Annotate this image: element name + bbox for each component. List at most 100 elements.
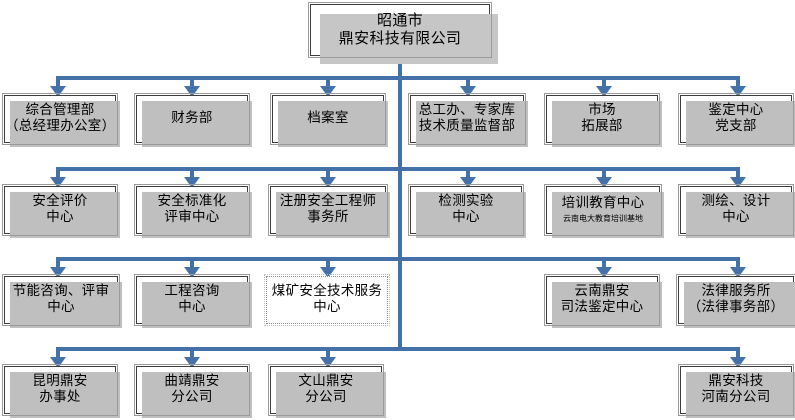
connector-main-spine (398, 56, 402, 350)
org-node-row3-col5[interactable]: 云南鼎安 司法鉴定中心 (544, 274, 662, 328)
node-label-line2: 中心 (46, 209, 74, 225)
node-label-line1: 曲靖鼎安 (164, 373, 220, 390)
org-node-row4-col1[interactable]: 昆明鼎安 办事处 (2, 364, 120, 418)
connector-arrow-r1c2 (184, 86, 200, 97)
connector-arrow-r3c1 (50, 267, 66, 278)
org-node-row1-col2[interactable]: 财务部 (134, 93, 252, 147)
node-shadow (684, 282, 795, 328)
connector-bus-row4 (56, 347, 738, 351)
connector-drop-r1c3 (326, 76, 330, 88)
node-label-line2: 中心 (452, 209, 480, 225)
connector-drop-r2c6 (736, 167, 740, 179)
node-label-line2: 司法鉴定中心 (560, 299, 644, 315)
org-node-row2-col6[interactable]: 测绘、设计 中心 (678, 184, 795, 238)
org-node-row3-col3[interactable]: 煤矿安全技术服务 中心 (264, 274, 390, 326)
node-label-line1: 市场 (588, 102, 616, 119)
node-shadow (278, 101, 388, 147)
connector-arrow-r2c1 (50, 177, 66, 188)
node-shadow (686, 372, 795, 418)
connector-arrow-r1c5 (596, 86, 612, 97)
node-label-line1: 检测实验 (438, 193, 494, 210)
org-node-row4-col3[interactable]: 文山鼎安 分公司 (268, 364, 386, 418)
node-label-line1: 财务部 (171, 110, 213, 127)
node-label-line1: 注册安全工程师 (279, 193, 377, 210)
org-node-root[interactable]: 昭通市 鼎安科技有限公司 (308, 2, 498, 64)
connector-arrow-r2c6 (730, 177, 746, 188)
node-label-line1: 综合管理部 (25, 102, 95, 119)
org-node-row2-col2[interactable]: 安全标准化 评审中心 (134, 184, 252, 238)
connector-bus-row1 (56, 76, 738, 80)
connector-drop-r2c3 (326, 167, 330, 179)
connector-arrow-r4c3 (320, 357, 336, 368)
node-shadow (142, 282, 252, 328)
connector-arrow-r3c5 (596, 267, 612, 278)
node-label-line1: 鉴定中心 (708, 102, 764, 119)
node-label-line2: 鼎安科技有限公司 (338, 28, 462, 47)
org-node-row1-col3[interactable]: 档案室 (270, 93, 388, 147)
connector-drop-r1c4 (466, 76, 470, 88)
node-shadow (686, 101, 795, 147)
node-label-line2: 分公司 (171, 389, 213, 405)
org-node-row4-col6[interactable]: 鼎安科技 河南分公司 (678, 364, 795, 418)
node-label-line1: 节能咨询、评审 (12, 283, 110, 300)
connector-drop-r3c6 (736, 257, 740, 269)
node-shadow (276, 192, 390, 238)
connector-arrow-r2c3 (320, 177, 336, 188)
node-label-line1: 安全评价 (32, 193, 88, 210)
org-node-row1-col6[interactable]: 鉴定中心 党支部 (678, 93, 795, 147)
org-node-row2-col3[interactable]: 注册安全工程师 事务所 (268, 184, 390, 238)
node-label-line1: 档案室 (307, 110, 349, 127)
node-label-line2: 事务所 (307, 209, 349, 225)
connector-drop-r2c4 (466, 167, 470, 179)
node-label-line1: 工程咨询 (164, 283, 220, 300)
connector-drop-r4c2 (190, 347, 194, 359)
connector-arrow-r2c2 (184, 177, 200, 188)
connector-arrow-r4c6 (730, 357, 746, 368)
connector-drop-r3c3 (326, 257, 330, 269)
node-label-line1: 文山鼎安 (298, 373, 354, 390)
connector-drop-r1c1 (56, 76, 60, 88)
org-node-row2-col5[interactable]: 培训教育中心 云南电大教育培训基地 (544, 184, 664, 238)
node-label-line2: 中心 (313, 299, 341, 315)
node-label-line1: 鼎安科技 (708, 373, 764, 390)
node-label-line2: 党支部 (715, 118, 757, 134)
node-shadow (552, 101, 662, 147)
connector-arrow-r4c2 (184, 357, 200, 368)
connector-drop-r1c5 (602, 76, 606, 88)
connector-arrow-r1c1 (50, 86, 66, 97)
node-label-line1: 云南鼎安 (574, 283, 630, 300)
node-shadow (142, 372, 252, 418)
connector-arrow-r1c4 (460, 86, 476, 97)
org-node-row1-col5[interactable]: 市场 拓展部 (544, 93, 662, 147)
connector-drop-r3c5 (602, 257, 606, 269)
connector-arrow-r2c4 (460, 177, 476, 188)
node-label-line2: 评审中心 (164, 209, 220, 225)
connector-arrow-r3c3 (320, 267, 336, 278)
connector-arrow-r2c5 (596, 177, 612, 188)
org-node-row1-col4[interactable]: 总工办、专家库 技术质量监督部 (408, 93, 528, 147)
node-shadow (686, 192, 795, 238)
node-label-line2: （总经理办公室） (5, 118, 116, 134)
connector-drop-r2c1 (56, 167, 60, 179)
connector-arrow-r1c3 (320, 86, 336, 97)
org-node-row2-col4[interactable]: 检测实验 中心 (408, 184, 526, 238)
node-label-line2: 技术质量监督部 (418, 118, 516, 134)
org-node-row3-col2[interactable]: 工程咨询 中心 (134, 274, 252, 328)
connector-arrow-r3c6 (730, 267, 746, 278)
connector-arrow-r4c1 (50, 357, 66, 368)
connector-drop-r3c2 (190, 257, 194, 269)
node-shadow (416, 192, 526, 238)
org-node-row3-col1[interactable]: 节能咨询、评审 中心 (2, 274, 122, 328)
org-node-row2-col1[interactable]: 安全评价 中心 (2, 184, 120, 238)
org-node-row4-col2[interactable]: 曲靖鼎安 分公司 (134, 364, 252, 418)
node-label-line1: 昭通市 (377, 10, 423, 29)
org-node-row1-col1[interactable]: 综合管理部 （总经理办公室） (2, 93, 120, 147)
org-node-row3-col6[interactable]: 法律服务所 （法律事务部） (676, 274, 795, 328)
node-shadow (552, 192, 664, 238)
connector-drop-r4c1 (56, 347, 60, 359)
node-label-line1: 法律服务所 (701, 283, 771, 300)
node-shadow (416, 101, 528, 147)
node-shadow (10, 192, 120, 238)
connector-drop-r4c3 (326, 347, 330, 359)
